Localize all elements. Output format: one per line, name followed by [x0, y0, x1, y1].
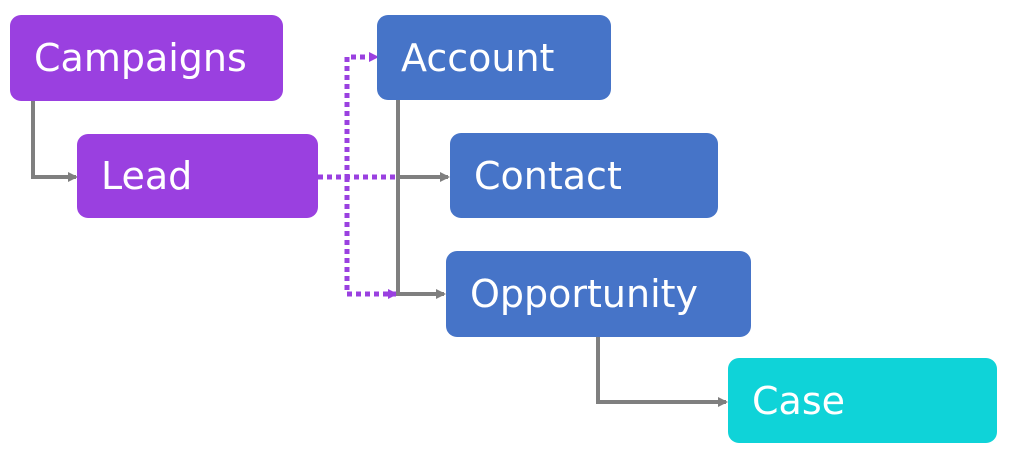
node-label-opportunity: Opportunity — [470, 272, 699, 316]
connector-opportunity-case — [596, 337, 728, 407]
connector-lead-account — [318, 52, 379, 180]
node-lead: Lead — [77, 134, 318, 218]
node-opportunity: Opportunity — [446, 251, 751, 337]
node-case: Case — [728, 358, 997, 443]
node-label-campaigns: Campaigns — [34, 36, 247, 80]
node-label-lead: Lead — [101, 154, 193, 198]
connector-account-opportunity — [396, 177, 446, 299]
node-label-case: Case — [752, 378, 845, 423]
connector-campaigns-lead — [31, 101, 78, 182]
node-label-account: Account — [401, 35, 555, 80]
connector-lead-opportunity — [344, 177, 398, 299]
node-campaigns: Campaigns — [10, 15, 283, 101]
node-contact: Contact — [450, 133, 718, 218]
node-label-contact: Contact — [474, 153, 622, 198]
node-account: Account — [377, 15, 611, 100]
connector-account-contact — [396, 100, 450, 182]
